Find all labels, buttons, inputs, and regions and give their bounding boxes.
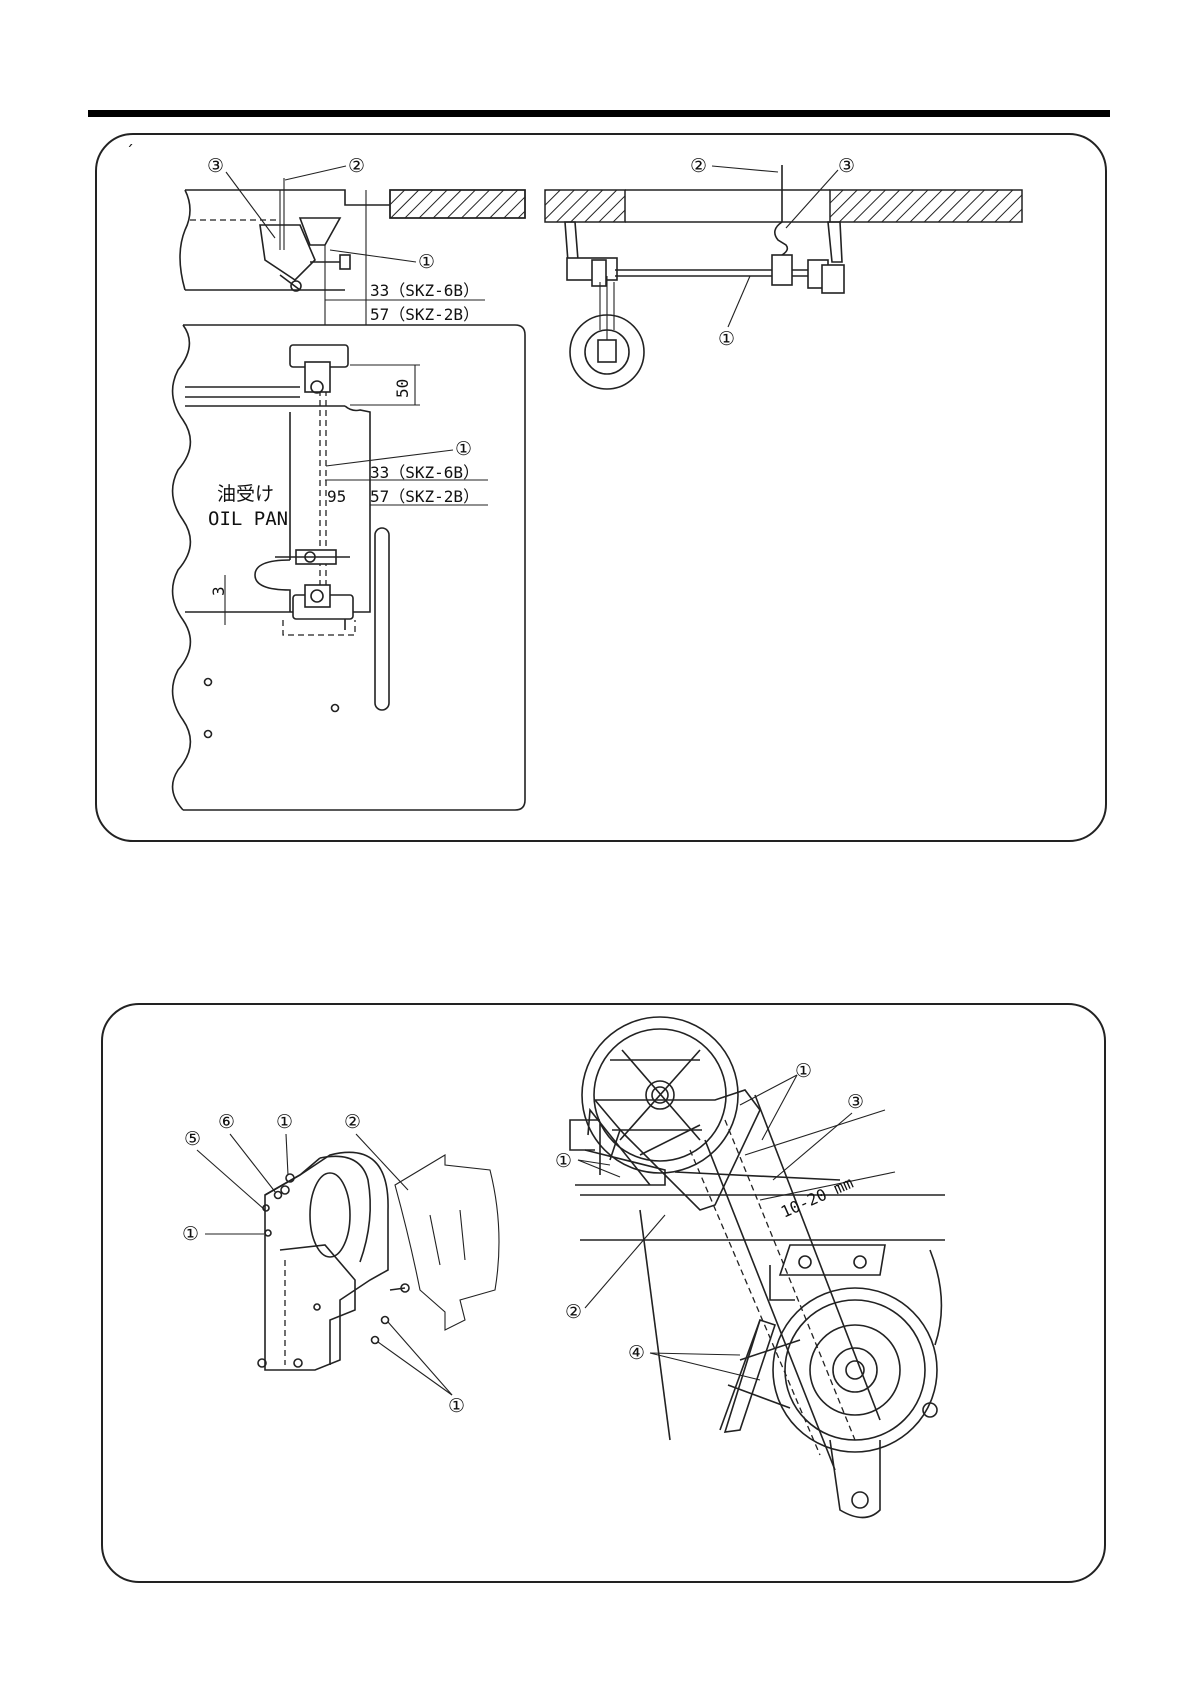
dimension-33: 33（SKZ-6B） [370, 281, 479, 300]
callout-label: ② [348, 155, 365, 177]
callout-label: ③ [838, 155, 855, 177]
dimension-57-plan: 57（SKZ-2B） [370, 487, 479, 506]
oil-pan-label-en: OIL PAN [208, 508, 288, 530]
dimension-50: 50 [393, 379, 412, 398]
belt-cover-installation-panel [101, 1003, 1106, 1583]
callout-label: ③ [207, 155, 224, 177]
callout-label: ① [718, 328, 735, 350]
plan-view-box [173, 325, 525, 810]
callout-2-left: ② [285, 155, 365, 180]
callout-label: ① [455, 438, 472, 460]
callout-label: ① [418, 251, 435, 273]
corner-mark: ´ [125, 142, 135, 161]
callout-label: ② [690, 155, 707, 177]
dimension-95: 95 [327, 487, 346, 506]
callout-2-right: ② [690, 155, 778, 177]
callout-1-right: ① [718, 276, 750, 350]
side-view-left [180, 178, 525, 325]
dimension-57: 57（SKZ-2B） [370, 305, 479, 324]
dimension-33-plan: 33（SKZ-6B） [370, 463, 479, 482]
front-view-right [545, 165, 1022, 389]
dimension-3: 3 [209, 586, 228, 596]
callout-1-plan: ① [326, 438, 472, 466]
oil-pan-label-jp: 油受け [217, 483, 274, 505]
